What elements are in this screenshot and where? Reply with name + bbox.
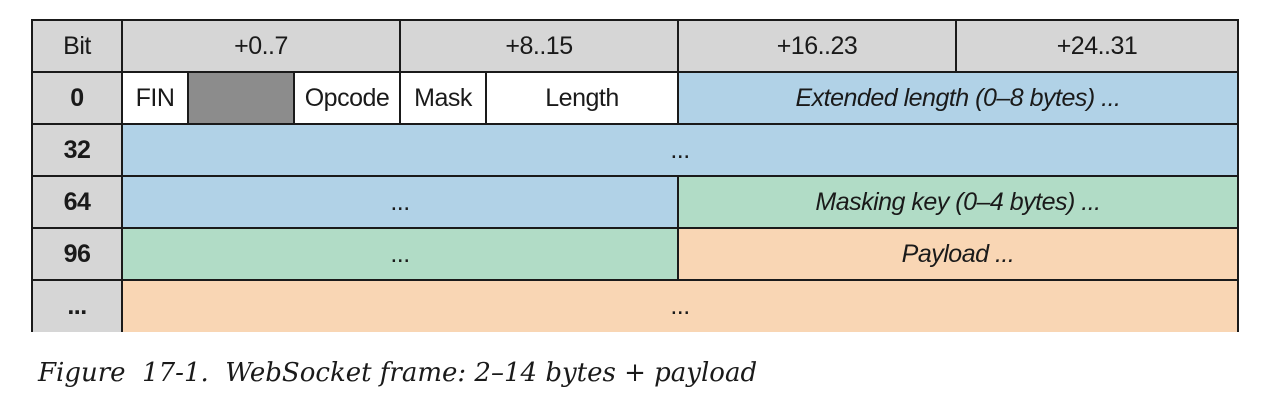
- length-field: Length: [487, 73, 679, 125]
- row-label-32: 32: [33, 125, 123, 177]
- col-header-24-31: +24..31: [957, 21, 1237, 73]
- row-label-64: 64: [33, 177, 123, 229]
- row-label-0: 0: [33, 73, 123, 125]
- extended-length-continuation: ...: [123, 125, 1237, 177]
- fin-field: FIN: [123, 73, 189, 125]
- row-label-continuation: ...: [33, 281, 123, 332]
- payload-field: Payload ...: [679, 229, 1237, 281]
- extended-length-field: Extended length (0–8 bytes) ...: [679, 73, 1237, 125]
- websocket-frame-diagram: Bit +0..7 +8..15 +16..23 +24..31 0 FIN O…: [31, 19, 1239, 332]
- opcode-field: Opcode: [295, 73, 401, 125]
- reserved-bits-field: [189, 73, 295, 125]
- mask-field: Mask: [401, 73, 487, 125]
- figure-caption: Figure 17-1. WebSocket frame: 2–14 bytes…: [38, 358, 758, 388]
- payload-continuation: ...: [123, 281, 1237, 332]
- extended-length-continuation: ...: [123, 177, 679, 229]
- row-label-96: 96: [33, 229, 123, 281]
- bit-header: Bit: [33, 21, 123, 73]
- masking-key-field: Masking key (0–4 bytes) ...: [679, 177, 1237, 229]
- col-header-0-7: +0..7: [123, 21, 401, 73]
- masking-key-continuation: ...: [123, 229, 679, 281]
- col-header-16-23: +16..23: [679, 21, 957, 73]
- col-header-8-15: +8..15: [401, 21, 679, 73]
